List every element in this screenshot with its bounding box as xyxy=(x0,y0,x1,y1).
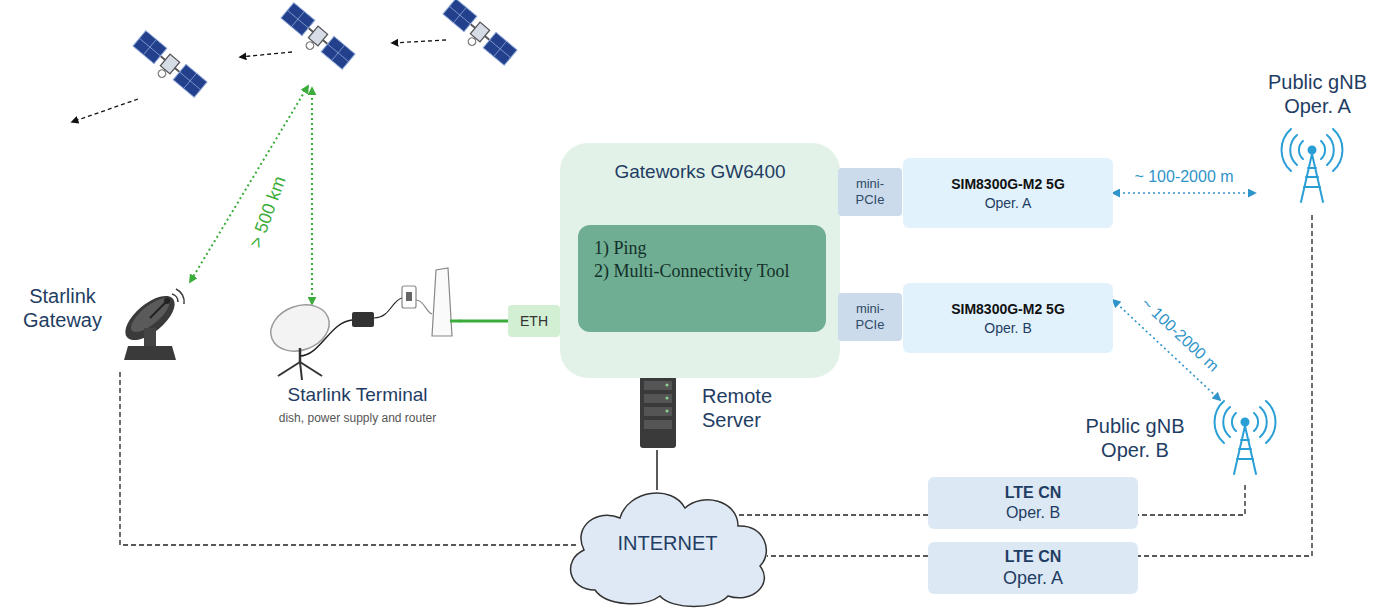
satellite-icon xyxy=(277,3,355,75)
text-holder: Public gNB Oper. B xyxy=(1070,414,1200,462)
connector xyxy=(1113,192,1255,194)
slot-tab: mini-PCIe xyxy=(838,293,902,341)
modem-box: SIM8300G-M2 5G Oper. A xyxy=(903,158,1113,228)
node-title: ETH xyxy=(520,313,548,329)
satellite-icon xyxy=(439,0,517,70)
cloud-outline xyxy=(571,493,767,606)
server-node: Remote Server xyxy=(640,372,800,450)
modem-box: SIM8300G-M2 5G Oper. B xyxy=(903,283,1113,353)
connector xyxy=(1138,215,1312,556)
core-network-box: LTE CN Oper. A xyxy=(928,542,1138,594)
core-network-box: LTE CN Oper. B xyxy=(928,477,1138,529)
gateway-board: 1) Ping2) Multi-Connectivity Tool Gatewor… xyxy=(560,143,840,378)
node-subtitle: Oper. B xyxy=(1006,504,1060,522)
slot-tab: mini-PCIe xyxy=(838,168,902,216)
connector xyxy=(737,514,928,515)
connector xyxy=(120,372,578,545)
text-holder: Public gNB Oper. A xyxy=(1255,70,1380,118)
gateway-dish-icon xyxy=(118,288,184,360)
node-title: Starlink Terminal xyxy=(255,384,460,407)
connector xyxy=(656,450,658,490)
node-title: SIM8300G-M2 5G xyxy=(951,301,1065,317)
terminal-icon xyxy=(264,268,461,380)
text-holder: 1) Ping2) Multi-Connectivity Tool xyxy=(594,237,816,282)
text-holder: Starlink Gateway xyxy=(5,284,120,332)
server-icon xyxy=(640,376,676,448)
node-title: LTE CN xyxy=(1005,548,1062,566)
port-tab: ETH xyxy=(508,305,560,337)
satellite-link xyxy=(190,86,312,304)
connector xyxy=(1138,485,1245,515)
node-title: mini-PCIe xyxy=(847,301,893,332)
node-subtitle: Oper. A xyxy=(1003,568,1063,589)
text-holder: Starlink Terminal dish, power supply and … xyxy=(255,384,460,426)
node-title: Remote Server xyxy=(702,384,800,432)
connector xyxy=(767,555,928,556)
gnb-node: Public gNB Oper. B xyxy=(1070,400,1275,485)
distance-label: ~ 100-2000 m xyxy=(1138,295,1223,376)
node-title: Gateworks GW6400 xyxy=(560,161,840,184)
gnb-node: Public gNB Oper. A xyxy=(1255,70,1380,215)
node-subtitle: Oper. B xyxy=(984,320,1031,336)
node-title: SIM8300G-M2 5G xyxy=(951,176,1065,192)
gateway-node: Starlink Gateway xyxy=(5,280,185,372)
text-holder: Gateworks GW6400 xyxy=(560,161,840,184)
node-title: INTERNET xyxy=(618,532,718,555)
internet-cloud: INTERNET xyxy=(560,478,775,608)
node-title: 1) Ping xyxy=(594,237,816,260)
text-holder: Remote Server xyxy=(702,384,800,432)
node-title: mini-PCIe xyxy=(847,176,893,207)
gnb-tower-icon xyxy=(1282,129,1343,202)
node-title: Public gNB Oper. A xyxy=(1255,70,1380,118)
node-title: LTE CN xyxy=(1005,484,1062,502)
orbit-arrows xyxy=(72,40,446,122)
node-subtitle: Oper. A xyxy=(985,195,1032,211)
terminal-node: Starlink Terminal dish, power supply and … xyxy=(255,290,460,430)
distance-label: ~ 100-2000 m xyxy=(1134,168,1233,186)
node-title: Public gNB Oper. B xyxy=(1070,414,1200,462)
node-title: Starlink Gateway xyxy=(5,284,120,332)
connector xyxy=(460,320,508,323)
node-subtitle: 2) Multi-Connectivity Tool xyxy=(594,260,816,283)
gnb-tower-icon xyxy=(1215,401,1276,474)
distance-label: > 500 km xyxy=(245,173,290,250)
software-box: 1) Ping2) Multi-Connectivity Tool xyxy=(578,225,826,332)
satellite-icon xyxy=(129,31,207,103)
node-subtitle: dish, power supply and router xyxy=(255,411,460,427)
